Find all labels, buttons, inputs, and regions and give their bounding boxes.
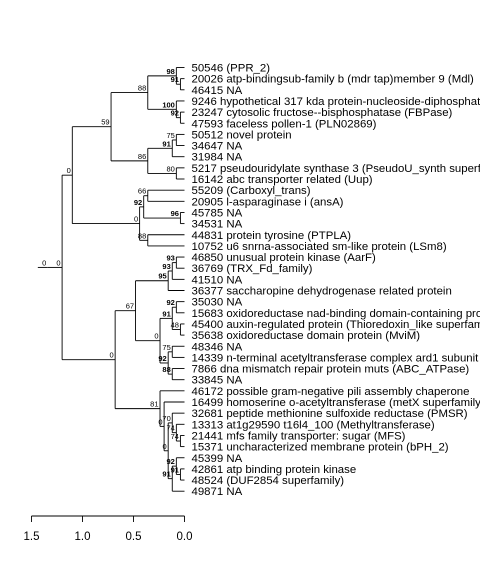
support-value: 92: [171, 109, 179, 118]
leaf-label: 48524 (DUF2854 superfamily): [192, 475, 345, 487]
leaf-label: 33845 NA: [192, 375, 243, 387]
leaf-label: 50512 novel protein: [192, 129, 292, 141]
support-value: 88: [138, 231, 146, 240]
leaf-label: 34647 NA: [192, 141, 243, 153]
leaf-labels: 50546 (PPR_2)20026 atp-bindingsub-family…: [192, 63, 480, 499]
support-value: 0: [109, 351, 113, 360]
support-value: 91: [171, 465, 179, 474]
leaf-label: 16142 abc transporter related (Uup): [192, 174, 373, 186]
support-value: 95: [158, 272, 166, 281]
support-value: 91: [162, 470, 170, 479]
support-value: 91: [171, 75, 179, 84]
axis-tick-label: 0.0: [177, 531, 193, 543]
leaf-label: 5217 pseudouridylate synthase 3 (PseudoU…: [192, 163, 480, 175]
leaf-label: 35638 oxidoreductase domain protein (Mvi…: [192, 330, 421, 342]
support-value: 92: [166, 457, 174, 466]
leaf-label: 32681 peptide methionine sulfoxide reduc…: [192, 408, 468, 420]
axis-tick-label: 1.0: [75, 531, 91, 543]
leaf-label: 9246 hypothetical 317 kda protein-nucleo…: [192, 96, 480, 108]
support-value: 81: [150, 400, 158, 409]
leaf-label: 49871 NA: [192, 486, 243, 498]
support-value: 96: [171, 209, 179, 218]
leaf-label: 7866 dna mismatch repair protein muts (A…: [192, 364, 470, 376]
support-value: 98: [166, 67, 174, 76]
leaf-label: 34531 NA: [192, 219, 243, 231]
leaf-label: 46850 unusual protein kinase (AarF): [192, 252, 376, 264]
leaf-label: 55209 (Carboxyl_trans): [192, 185, 311, 197]
support-value: 86: [138, 152, 146, 161]
leaf-label: 48346 NA: [192, 341, 243, 353]
support-value: 75: [162, 343, 170, 352]
support-value: 92: [158, 354, 166, 363]
support-value: 59: [101, 118, 109, 127]
support-value: 0: [134, 215, 138, 224]
support-value: 0: [163, 442, 167, 451]
support-value: 80: [166, 164, 174, 173]
support-value: 88: [162, 365, 170, 374]
support-value: 0: [158, 417, 162, 426]
leaf-label: 41510 NA: [192, 274, 243, 286]
leaf-label: 36377 saccharopine dehydrogenase related…: [192, 286, 452, 298]
support-value: 66: [138, 187, 146, 196]
support-value: 70: [162, 414, 170, 423]
support-value: 93: [166, 254, 174, 263]
leaf-label: 47593 faceless pollen-1 (PLN02869): [192, 118, 377, 130]
support-value: 0: [56, 258, 60, 267]
leaf-label: 42861 atp binding protein kinase: [192, 464, 357, 476]
support-value: 0: [67, 166, 71, 175]
leaf-label: 46172 possible gram-negative pili assemb…: [192, 386, 470, 398]
leaf-label: 21441 mfs family transporter: sugar (MFS…: [192, 430, 406, 442]
support-value: 67: [126, 302, 134, 311]
leaf-label: 50546 (PPR_2): [192, 63, 271, 75]
leaf-label: 14339 n-terminal acetyltransferase compl…: [192, 352, 480, 364]
support-value: 0: [154, 332, 158, 341]
support-value: 92: [166, 298, 174, 307]
support-value: 88: [138, 84, 146, 93]
support-value: 48: [171, 321, 179, 330]
leaf-label: 45399 NA: [192, 453, 243, 465]
leaf-label: 44831 protein tyrosine (PTPLA): [192, 230, 352, 242]
leaf-label: 15683 oxidoreductase nad-binding domain-…: [192, 308, 480, 320]
leaf-label: 31984 NA: [192, 152, 243, 164]
leaf-label: 36769 (TRX_Fd_family): [192, 263, 313, 275]
tree-branches: [37, 67, 185, 492]
leaf-label: 20905 l-asparaginase i (ansA): [192, 196, 344, 208]
axis-tick-label: 0.5: [126, 531, 142, 543]
support-value: 0: [42, 258, 46, 267]
leaf-label: 20026 atp-bindingsub-family b (mdr tap)m…: [192, 74, 475, 86]
support-value: 93: [162, 262, 170, 271]
support-values: 9198921008875918086596696928800939395924…: [42, 67, 179, 479]
support-value: 92: [134, 198, 142, 207]
leaf-label: 15371 uncharacterized membrane protein (…: [192, 442, 449, 454]
leaf-label: 13313 at1g29590 t16l4_100 (Methyltransfe…: [192, 419, 435, 431]
leaf-label: 46415 NA: [192, 85, 243, 97]
leaf-label: 45785 NA: [192, 207, 243, 219]
leaf-label: 16499 homoserine o-acetyltransferase (me…: [192, 397, 480, 409]
leaf-label: 45400 auxin-regulated protein (Thioredox…: [192, 319, 480, 331]
support-value: 100: [162, 100, 175, 109]
support-value: 74: [171, 432, 179, 441]
axis-tick-label: 1.5: [24, 531, 40, 543]
scale-axis: 1.5 1.0 0.5 0.0: [24, 515, 193, 543]
support-value: 74: [166, 424, 174, 433]
leaf-label: 23247 cytosolic fructose--bisphosphatase…: [192, 107, 453, 119]
leaf-label: 35030 NA: [192, 297, 243, 309]
support-value: 91: [162, 139, 170, 148]
leaf-label: 10752 u6 snrna-associated sm-like protei…: [192, 241, 447, 253]
support-value: 91: [162, 309, 170, 318]
support-value: 75: [166, 131, 174, 140]
